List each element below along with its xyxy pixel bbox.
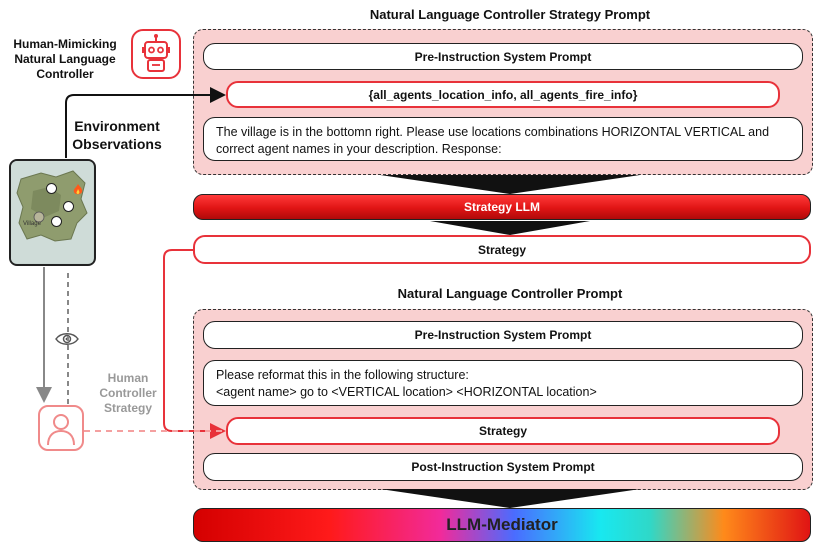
- map-village-label: Village: [23, 221, 41, 227]
- strategy-pre-instruction-box: Pre-Instruction System Prompt: [203, 43, 803, 70]
- env-label-line-2: Observations: [72, 136, 162, 152]
- human-label-line-2: Controller: [99, 386, 157, 400]
- controller-strategy-box: Strategy: [226, 417, 780, 445]
- robot-label-line-1: Human-Mimicking: [13, 37, 117, 51]
- person-icon: [38, 405, 84, 451]
- drone-icon: [51, 216, 62, 227]
- robot-icon: [131, 29, 181, 79]
- human-label-line-3: Strategy: [103, 401, 153, 415]
- human-label-line-1: Human: [107, 371, 149, 385]
- strategy-output-box: Strategy: [193, 235, 811, 264]
- map-thumbnail: Village: [9, 159, 96, 266]
- environment-observations-label: Environment Observations: [52, 117, 182, 153]
- strategy-instruction-box: The village is in the bottomn right. Ple…: [203, 117, 803, 161]
- strategy-llm-bar: Strategy LLM: [193, 194, 811, 220]
- reformat-instruction-box: Please reformat this in the following st…: [203, 360, 803, 406]
- strategy-prompt-title: Natural Language Controller Strategy Pro…: [369, 7, 651, 22]
- drone-icon: [63, 201, 74, 212]
- controller-prompt-title: Natural Language Controller Prompt: [397, 286, 623, 301]
- drone-icon: [46, 183, 57, 194]
- observation-variables-box: {all_agents_location_info, all_agents_fi…: [226, 81, 780, 108]
- strategy-instruction-line-1: The village is in the bottomn right. Ple…: [216, 125, 770, 139]
- post-instruction-box: Post-Instruction System Prompt: [203, 453, 803, 481]
- robot-label-line-2: Natural Language: [14, 52, 116, 66]
- fire-icon: [73, 183, 83, 195]
- robot-label-line-3: Controller: [36, 67, 94, 81]
- reformat-instruction-line-2: <agent name> go to <VERTICAL location> <…: [216, 385, 597, 399]
- eye-icon: [55, 331, 79, 347]
- strategy-instruction-line-2: correct agent names in your description.…: [216, 142, 502, 156]
- llm-mediator-bar: LLM-Mediator: [193, 508, 811, 542]
- reformat-instruction-line-1: Please reformat this in the following st…: [216, 368, 469, 382]
- robot-controller-label: Human-Mimicking Natural Language Control…: [2, 37, 128, 82]
- human-controller-strategy-label: Human Controller Strategy: [88, 371, 168, 416]
- env-label-line-1: Environment: [74, 118, 160, 134]
- controller-pre-instruction-box: Pre-Instruction System Prompt: [203, 321, 803, 349]
